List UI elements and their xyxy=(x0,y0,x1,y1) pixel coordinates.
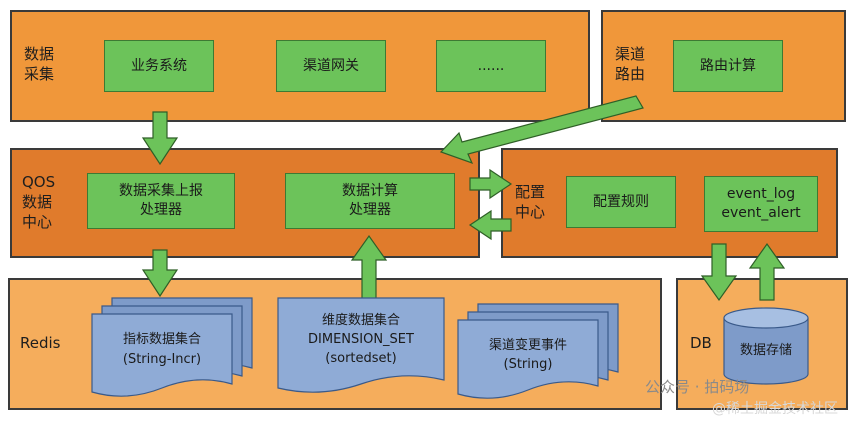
metric-set-title: 指标数据集合 xyxy=(123,331,201,347)
dimension-set-key: DIMENSION_SET xyxy=(308,332,414,347)
db-label: DB xyxy=(690,334,712,352)
arrow-qos-to-redis xyxy=(141,249,179,298)
route-calc-box: 路由计算 xyxy=(673,40,783,92)
arrow-db-to-config xyxy=(748,242,786,301)
svg-text:指标数据集合: 指标数据集合 xyxy=(123,331,201,347)
dimension-set-title: 维度数据集合 xyxy=(322,312,400,328)
dimension-set-type: (sortedset) xyxy=(325,351,396,366)
svg-text:数据存储: 数据存储 xyxy=(740,343,792,358)
arrow-route-to-qos xyxy=(439,95,644,165)
arrow-qos-to-config xyxy=(469,168,513,200)
svg-text:渠道变更事件: 渠道变更事件 xyxy=(489,337,567,353)
more-systems-box: ...... xyxy=(436,40,546,92)
dimension-set-document xyxy=(277,297,445,393)
svg-text:DIMENSION_SET: DIMENSION_SET xyxy=(308,332,414,347)
metric-set-type: (String-Incr) xyxy=(123,352,201,367)
channel-gateway-box: 渠道网关 xyxy=(276,40,386,92)
svg-text:(String): (String) xyxy=(504,357,553,372)
data-storage-label: 数据存储 xyxy=(740,343,792,358)
juejin-watermark: @稀土掘金技术社区 xyxy=(712,401,838,417)
metric-set-document xyxy=(91,297,253,397)
data-collection-label: 数据 采集 xyxy=(24,45,55,83)
event-log-alert-box: event_log event_alert xyxy=(704,176,818,232)
data-storage-cylinder xyxy=(723,307,809,385)
arrow-redis-to-calc xyxy=(350,234,388,303)
channel-event-type: (String) xyxy=(504,357,553,372)
data-calc-processor-box: 数据计算 处理器 xyxy=(285,173,455,229)
arrow-collect-to-qos xyxy=(141,111,179,166)
qos-data-center-label: QOS 数据 中心 xyxy=(22,173,56,231)
channel-event-title: 渠道变更事件 xyxy=(489,337,567,353)
collect-report-processor-box: 数据采集上报 处理器 xyxy=(87,173,235,229)
svg-text:(sortedset): (sortedset) xyxy=(325,351,396,366)
arrow-config-to-db xyxy=(700,243,738,302)
wechat-watermark: 公众号 · 拍码场 xyxy=(645,378,750,396)
channel-event-document xyxy=(457,303,619,399)
redis-label: Redis xyxy=(20,334,61,352)
svg-text:维度数据集合: 维度数据集合 xyxy=(322,312,400,328)
channel-routing-label: 渠道 路由 xyxy=(615,45,646,83)
config-rules-box: 配置规则 xyxy=(566,176,676,228)
business-system-box: 业务系统 xyxy=(104,40,214,92)
config-center-label: 配置 中心 xyxy=(515,183,546,221)
svg-text:(String-Incr): (String-Incr) xyxy=(123,352,201,367)
arrow-config-to-qos xyxy=(468,209,512,241)
